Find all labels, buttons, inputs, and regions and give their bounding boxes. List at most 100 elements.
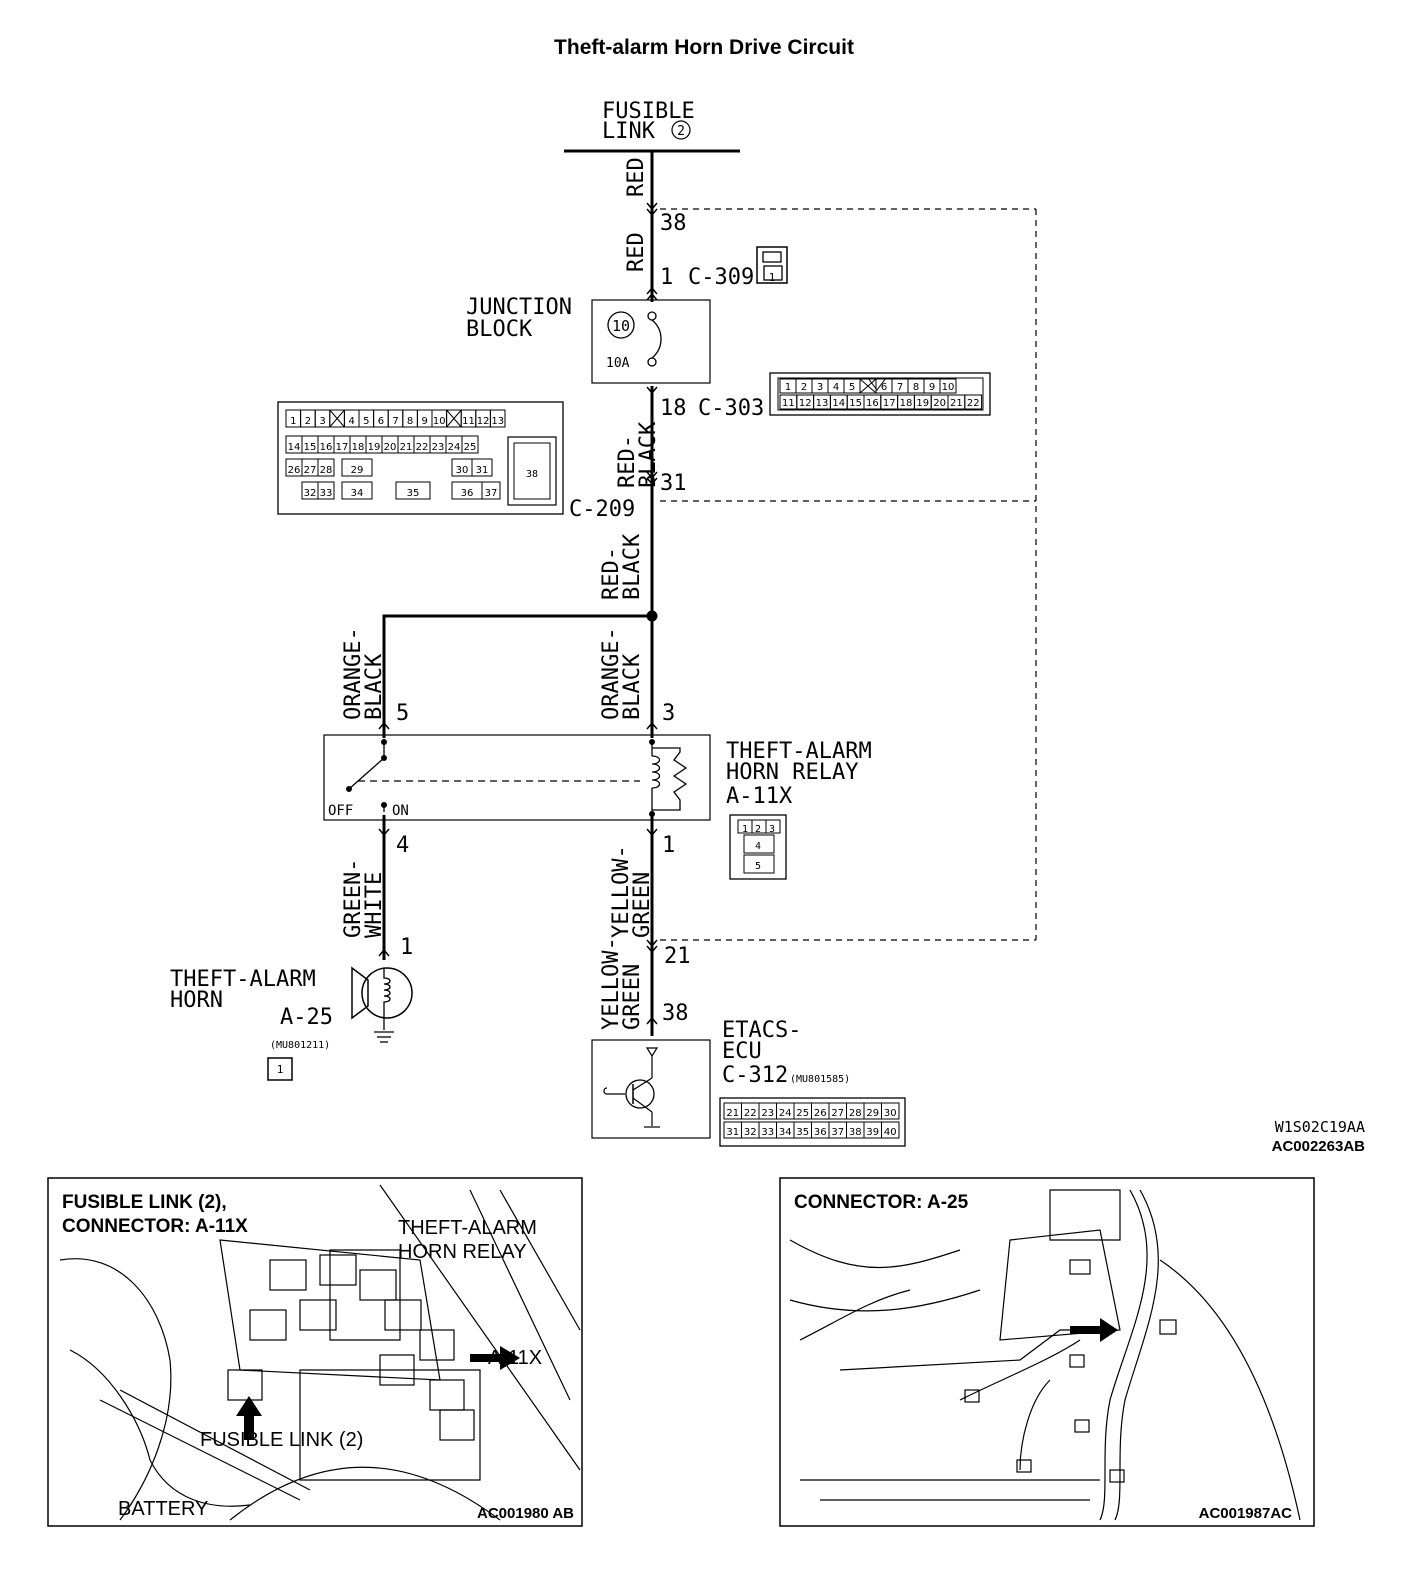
c312-pin-label: 22 <box>744 1108 757 1119</box>
c209-pin-label: 36 <box>461 488 474 499</box>
c303-pin-label: 14 <box>832 398 845 409</box>
relay-coil <box>651 755 661 789</box>
c209-pin-label: 28 <box>320 465 333 476</box>
a11x-connector-body <box>729 814 787 880</box>
photo-right-heading: CONNECTOR: A-25 <box>794 1192 969 1213</box>
c209-pin-label: 17 <box>336 442 349 453</box>
c209-pin-label: 35 <box>407 488 420 499</box>
diagram-code-1: W1S02C19AA <box>1275 1118 1365 1136</box>
a25-label: A-25 <box>280 1005 333 1030</box>
callout-a11x: A-11X <box>488 1347 542 1369</box>
c303-pin-label: 5 <box>849 382 855 393</box>
c303-pin-label: 18 <box>900 398 913 409</box>
c209-pin-label: 37 <box>485 488 498 499</box>
c209-pin-label: 30 <box>456 465 469 476</box>
callout-battery: BATTERY <box>118 1498 208 1520</box>
c312-pin-label: 32 <box>744 1127 757 1138</box>
wire-label-red-2: RED <box>624 232 649 272</box>
c312-pin-label: 25 <box>796 1108 809 1119</box>
pin-1-relay: 1 <box>662 833 675 858</box>
horn-flare <box>351 966 369 1020</box>
c312-cell <box>881 1102 900 1120</box>
c303-pin-label: 13 <box>816 398 829 409</box>
c209-pin-label: 4 <box>349 416 355 427</box>
c209-pin-label: 3 <box>319 416 325 427</box>
c209-cell <box>461 435 479 454</box>
c303-pin-label: 16 <box>866 398 879 409</box>
c209-pin-label: 16 <box>320 442 333 453</box>
c312-pin-label: 39 <box>866 1127 879 1138</box>
wire-label-red-black-1b: BLACK <box>636 421 661 488</box>
a11x-pin-3: 3 <box>769 824 775 835</box>
c209-pin-label: 25 <box>464 442 477 453</box>
pin-1-c309: 1 <box>660 265 673 290</box>
a11x-pin-5: 5 <box>755 861 761 872</box>
engine-bay-illustration-right <box>789 1189 1301 1521</box>
c309-pin: 1 <box>769 271 776 284</box>
c209-pin-label: 7 <box>392 416 398 427</box>
c303-pin-label: 12 <box>799 398 812 409</box>
pin-3: 3 <box>662 701 675 726</box>
c303-label: C-303 <box>698 396 764 421</box>
callout-relay-1: THEFT-ALARM <box>398 1217 537 1239</box>
c209-pin-label: 13 <box>491 416 504 427</box>
c303-cell <box>939 378 957 394</box>
pin-5: 5 <box>396 701 409 726</box>
c303-pin-label: 2 <box>801 382 807 393</box>
horn-body <box>361 967 413 1019</box>
c209-pin-label: 6 <box>378 416 384 427</box>
c209-pin-label: 9 <box>422 416 428 427</box>
pin-38-ecu: 38 <box>662 1001 689 1026</box>
c209-pin-label: 31 <box>476 465 489 476</box>
c312-pin-label: 29 <box>866 1108 879 1119</box>
wire-label-yellow-green-2a: YELLOW- <box>599 937 624 1030</box>
c209-cell <box>341 481 373 500</box>
ecu-transistor <box>625 1079 655 1109</box>
wire-label-green-white-b: WHITE <box>362 872 387 938</box>
c209-pin-label: 5 <box>363 416 369 427</box>
c303-pin-label: 17 <box>883 398 896 409</box>
junction-block-label-2: BLOCK <box>466 317 533 342</box>
c303-blank-cell <box>859 378 877 394</box>
c209-pin-38: 38 <box>526 469 538 480</box>
c209-pin-label: 10 <box>433 416 446 427</box>
wire-label-red-black-2a: RED- <box>599 547 624 600</box>
c303-cell <box>964 394 983 410</box>
c303-pin-label: 19 <box>916 398 929 409</box>
wire-label-red-1: RED <box>624 157 649 197</box>
c312-pin-label: 37 <box>831 1127 844 1138</box>
relay-label-2: HORN RELAY <box>726 760 858 785</box>
c209-pin-label: 12 <box>477 416 490 427</box>
horn-coil <box>383 968 391 1030</box>
a11x-pin-2: 2 <box>755 824 761 835</box>
a25-connector-icon <box>267 1057 293 1081</box>
wire-label-green-white-a: GREEN- <box>341 859 366 938</box>
photo-right-code: AC001987AC <box>1199 1505 1293 1522</box>
c312-cell <box>881 1121 900 1139</box>
c309-connector-icon <box>756 246 788 284</box>
a25-part-number: (MU801211) <box>270 1040 330 1051</box>
c312-part-number: (MU801585) <box>790 1074 850 1085</box>
c303-pin-label: 8 <box>913 382 919 393</box>
c209-pin-label: 23 <box>432 442 445 453</box>
callout-fusible-link: FUSIBLE LINK (2) <box>200 1429 363 1451</box>
a11x-arrow <box>470 1346 520 1370</box>
c209-pin-label: 15 <box>304 442 317 453</box>
fuse-number: 10 <box>612 317 630 335</box>
c209-pin-label: 24 <box>448 442 461 453</box>
wire-label-orange-black-right-a: ORANGE- <box>599 627 624 720</box>
c209-cell <box>481 481 501 500</box>
c209-cell <box>317 458 335 477</box>
c312-pin-label: 38 <box>849 1127 862 1138</box>
diagram-code-2: AC002263AB <box>1272 1138 1366 1155</box>
relay-switch-arm <box>348 757 385 790</box>
wire-label-orange-black-left-b: BLACK <box>362 653 387 720</box>
c209-pin-label: 34 <box>351 488 364 499</box>
c303-pin-label: 4 <box>833 382 839 393</box>
c209-pin-label: 19 <box>368 442 381 453</box>
wire-orange-black-left <box>382 614 652 738</box>
pin-21: 21 <box>664 944 691 969</box>
relay-resistor <box>652 747 688 811</box>
